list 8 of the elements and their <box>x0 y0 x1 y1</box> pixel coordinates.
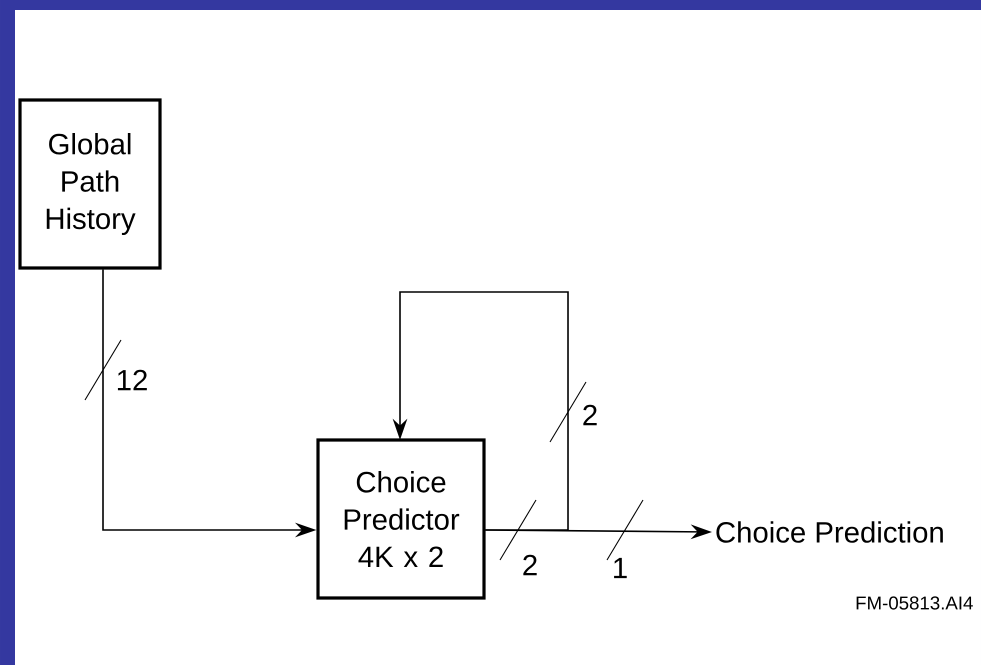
bus-width-label: 2 <box>583 404 597 426</box>
block-box: Choice Predictor 4K x 2 <box>316 438 486 600</box>
bus-width-label: 1 <box>614 558 627 578</box>
bus-width-label: 2 <box>523 554 537 576</box>
output-label: Choice Prediction <box>716 521 943 543</box>
figure-code: FM-05813.AI4 <box>856 596 973 610</box>
block-box: Global Path History <box>18 98 162 270</box>
bus-width-label: 12 <box>118 370 147 390</box>
